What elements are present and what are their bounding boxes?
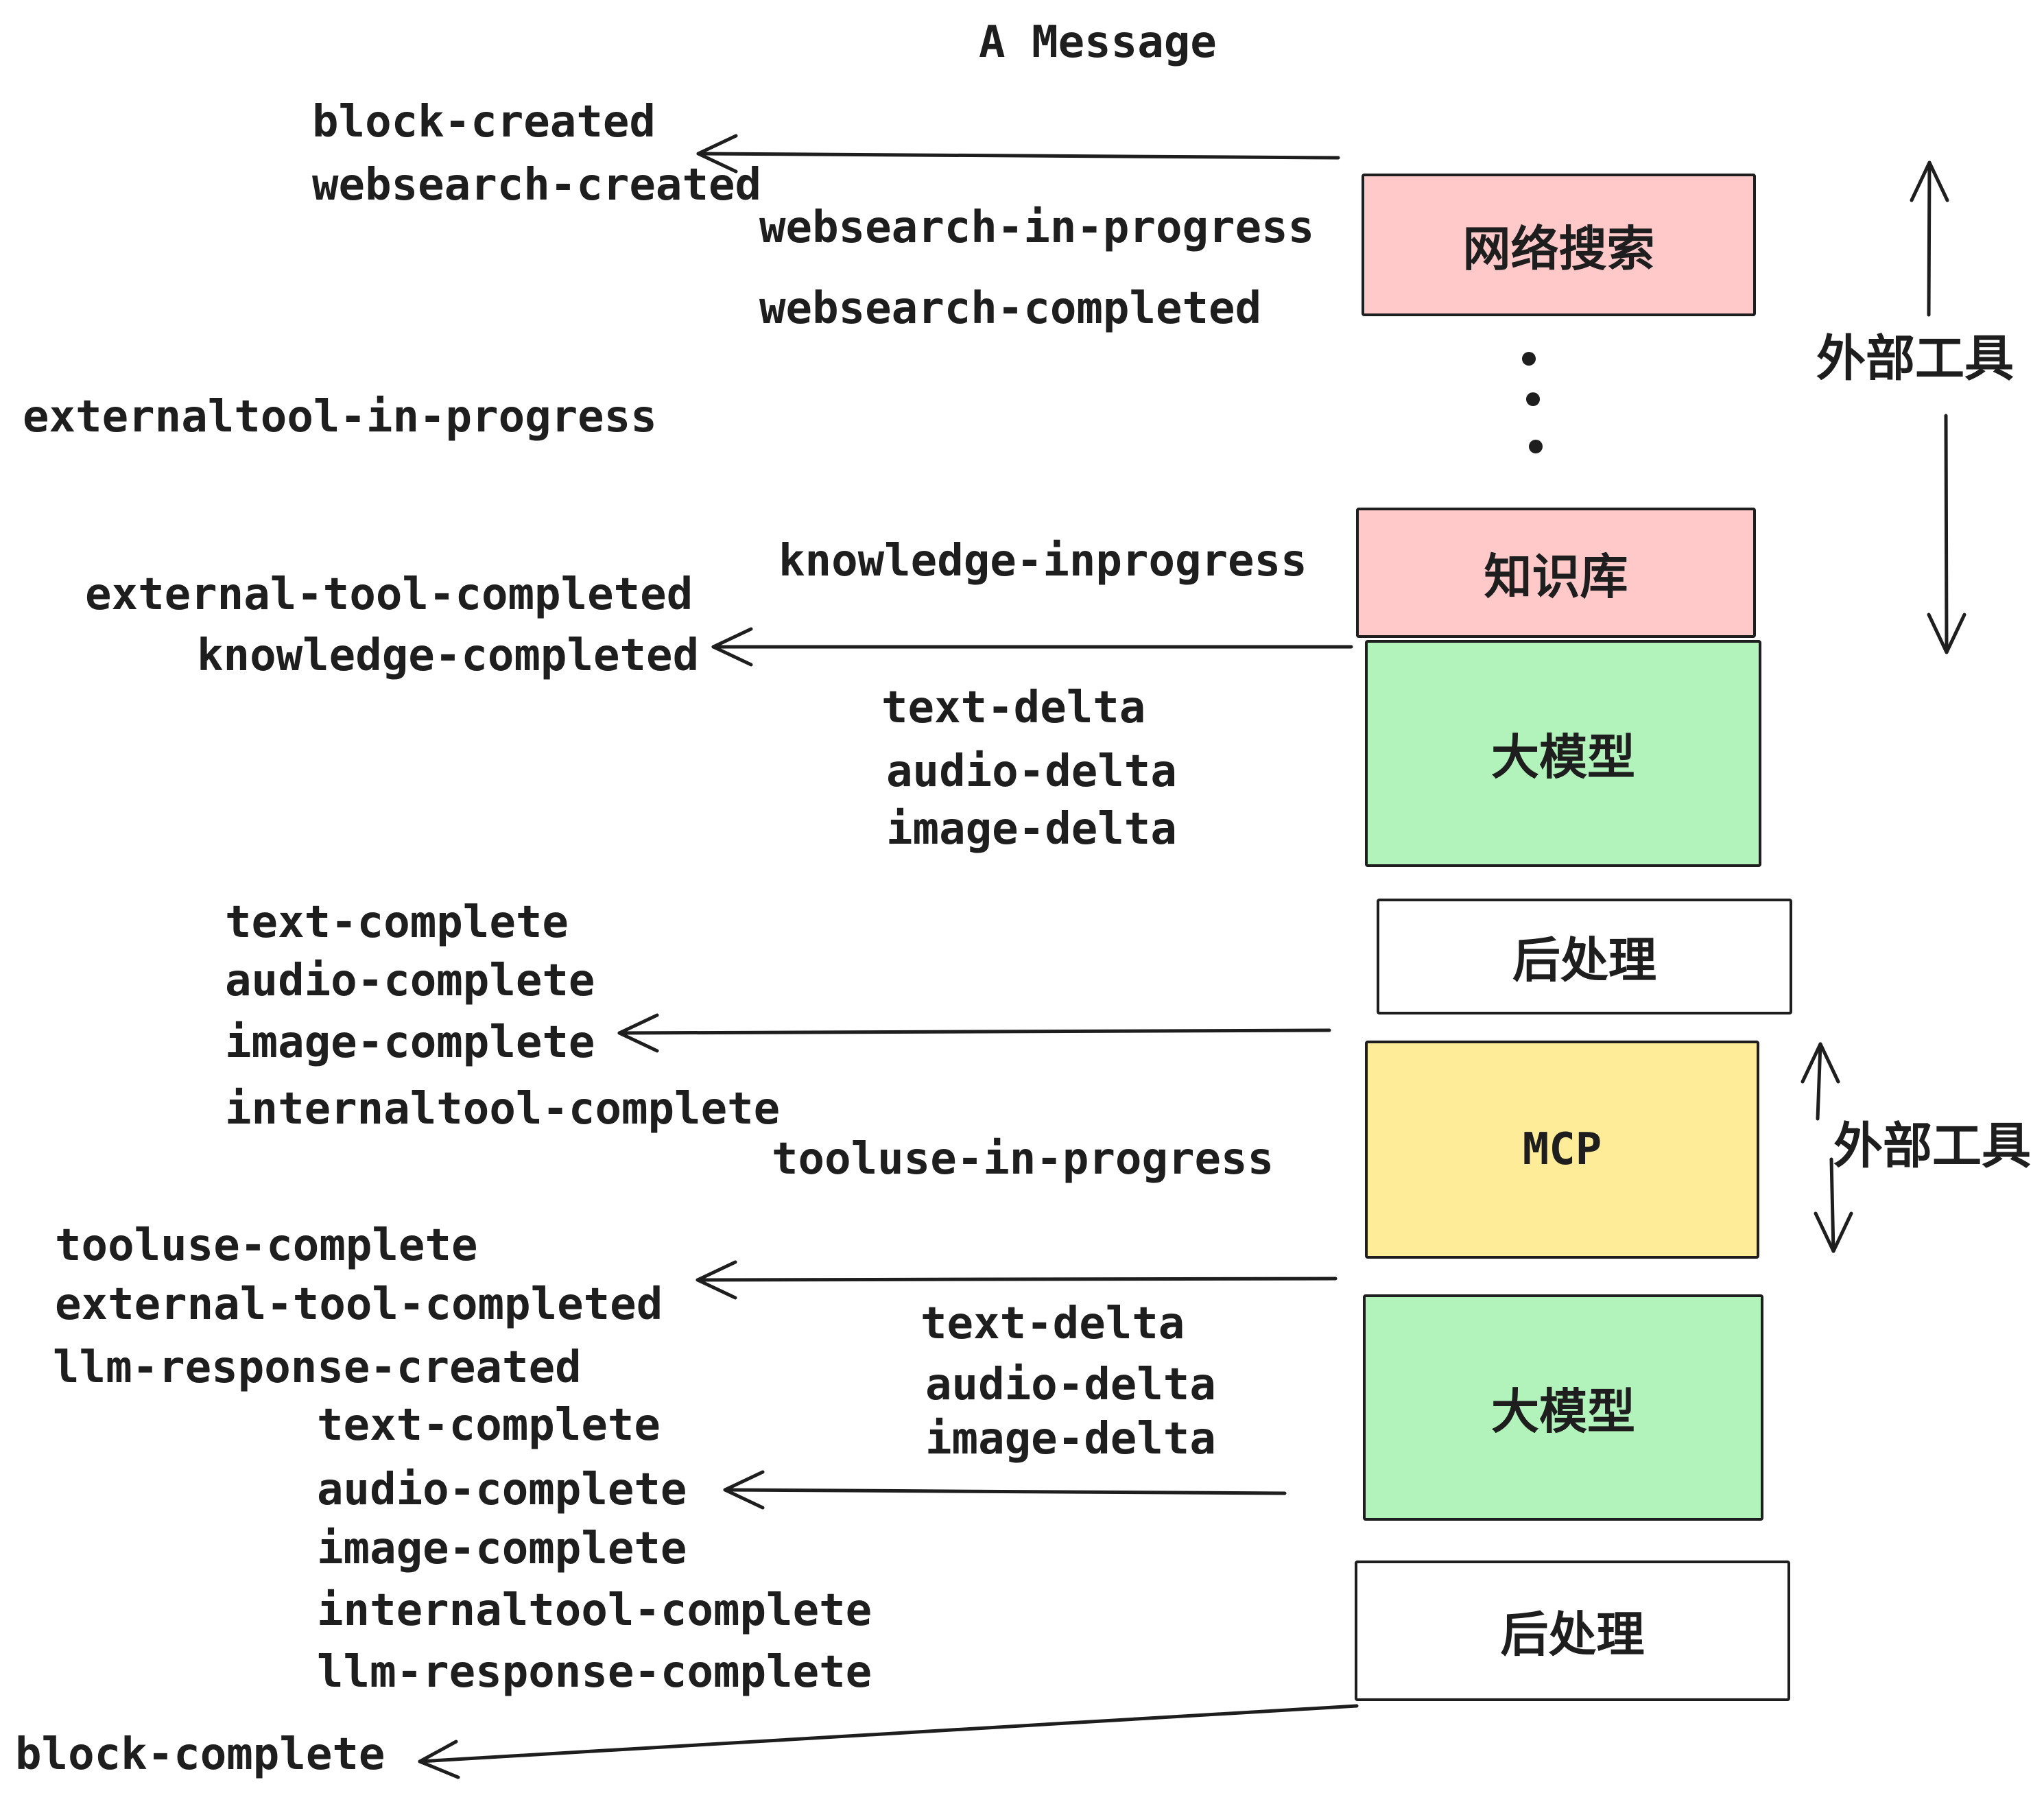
event-externaltool-in-progress: externaltool-in-progress — [23, 392, 657, 442]
event-image-delta-2: image-delta — [925, 1414, 1216, 1464]
box-websearch-label: 网络搜索 — [1462, 220, 1655, 277]
arrow-block-complete — [418, 1704, 1359, 1779]
event-image-complete-2: image-complete — [317, 1523, 687, 1574]
event-audio-delta-1: audio-delta — [886, 746, 1177, 797]
box-llm-2: 大模型 — [1363, 1294, 1763, 1521]
event-audio-delta-2: audio-delta — [925, 1360, 1216, 1410]
event-text-delta-1: text-delta — [881, 683, 1146, 733]
event-knowledge-inprogress: knowledge-inprogress — [779, 536, 1307, 586]
side-label-external-tools-top: 外部工具 — [1816, 329, 2015, 388]
box-knowledge-label: 知识库 — [1484, 548, 1628, 605]
box-knowledge: 知识库 — [1356, 508, 1756, 638]
event-text-delta-2: text-delta — [920, 1298, 1185, 1349]
ellipsis-dots — [1522, 352, 1543, 453]
arrow-external-tools-up-1 — [1910, 161, 1949, 317]
arrow-external-tools-down-1 — [1927, 414, 1966, 654]
arrow-block-created — [696, 134, 1340, 174]
side-label-external-tools-bottom: 外部工具 — [1833, 1117, 2032, 1175]
event-websearch-completed: websearch-completed — [759, 283, 1262, 334]
box-mcp: MCP — [1365, 1041, 1759, 1259]
event-knowledge-completed: knowledge-completed — [197, 630, 700, 681]
arrow-tooluse-complete — [696, 1260, 1338, 1300]
arrow-audio-complete — [723, 1470, 1287, 1510]
event-websearch-created: websearch-created — [312, 160, 762, 211]
box-postprocess-1: 后处理 — [1377, 899, 1792, 1014]
event-audio-complete-1: audio-complete — [225, 956, 595, 1006]
event-image-complete-1: image-complete — [225, 1017, 595, 1068]
box-llm-2-label: 大模型 — [1491, 1383, 1635, 1440]
event-block-created: block-created — [312, 97, 656, 147]
event-internaltool-complete-2: internaltool-complete — [317, 1585, 872, 1636]
event-tooluse-complete: tooluse-complete — [55, 1220, 478, 1271]
box-llm-1-label: 大模型 — [1491, 729, 1635, 785]
box-websearch: 网络搜索 — [1362, 174, 1756, 316]
event-websearch-in-progress: websearch-in-progress — [759, 202, 1315, 253]
event-llm-response-created: llm-response-created — [53, 1342, 582, 1393]
box-postprocess-2-label: 后处理 — [1500, 1606, 1645, 1663]
event-block-complete: block-complete — [15, 1729, 385, 1780]
event-text-complete-1: text-complete — [225, 897, 569, 948]
arrow-external-tools-up-2 — [1801, 1042, 1840, 1121]
event-image-delta-1: image-delta — [886, 804, 1177, 855]
box-llm-1: 大模型 — [1365, 640, 1761, 867]
arrow-knowledge-completed — [711, 627, 1353, 667]
event-llm-response-complete: llm-response-complete — [317, 1647, 872, 1698]
box-postprocess-1-label: 后处理 — [1512, 932, 1656, 988]
event-text-complete-2: text-complete — [317, 1400, 661, 1451]
event-internaltool-complete-1: internaltool-complete — [225, 1084, 781, 1135]
box-mcp-label: MCP — [1522, 1124, 1602, 1175]
arrow-external-tools-down-2 — [1814, 1157, 1853, 1253]
event-external-tool-completed-1: external-tool-completed — [85, 569, 693, 620]
box-postprocess-2: 后处理 — [1355, 1560, 1790, 1701]
arrow-image-complete — [617, 1013, 1331, 1053]
diagram-title: A Message — [979, 17, 1217, 68]
event-tooluse-in-progress: tooluse-in-progress — [772, 1134, 1274, 1185]
event-audio-complete-2: audio-complete — [317, 1464, 687, 1515]
event-external-tool-completed-2: external-tool-completed — [55, 1279, 663, 1330]
